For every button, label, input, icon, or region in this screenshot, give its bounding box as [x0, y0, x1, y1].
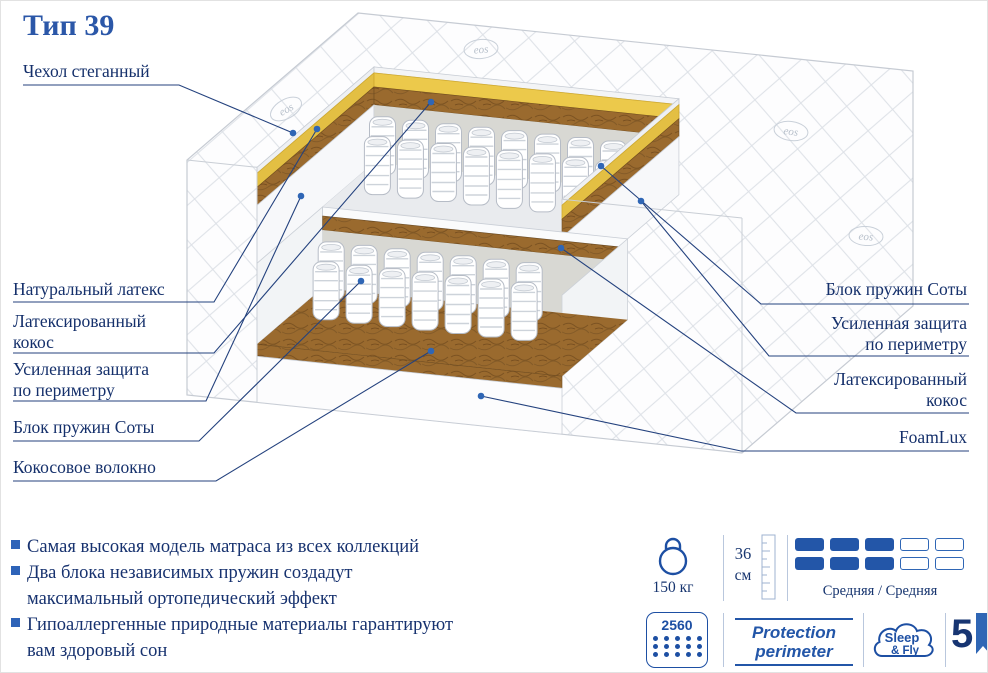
page-title: Тип 39 — [23, 9, 115, 42]
svg-text:eos: eos — [473, 43, 489, 56]
divider — [723, 535, 724, 601]
feature-item: Гипоаллергенные природные материалы гара… — [27, 615, 454, 661]
label-coir-fiber: Кокосовое волокно — [13, 457, 156, 477]
leader-springs-right — [597, 162, 969, 305]
leader-perimeter-right — [637, 197, 969, 357]
foam-base — [256, 343, 563, 435]
fabric-logo-badge: eos — [463, 38, 499, 60]
divider — [945, 613, 946, 667]
label-cover: Чехол стеганный — [23, 61, 150, 81]
leader-coir-top — [13, 98, 435, 354]
label-springs-right: Блок пружин Соты — [825, 279, 967, 299]
warranty-badge: 5 — [951, 612, 987, 656]
leader-springs-left — [13, 277, 365, 442]
brand-cloud-logo: Sleep & Fly — [873, 623, 934, 657]
springs-count-value: 2560 — [661, 617, 693, 633]
kettlebell-icon — [658, 537, 688, 576]
bullet-square — [11, 540, 20, 549]
label-coir-top: Латексированный кокос — [13, 311, 146, 352]
divider — [787, 535, 788, 601]
label-latex: Натуральный латекс — [13, 279, 165, 299]
svg-text:eos: eos — [783, 125, 799, 139]
label-coir-right: Латексированный кокос — [834, 369, 967, 410]
leader-coir-right — [557, 244, 969, 414]
divider — [723, 613, 724, 667]
leader-perimeter-left — [13, 192, 305, 402]
svg-text:& Fly: & Fly — [891, 645, 920, 657]
leader-lines — [13, 84, 969, 482]
label-perimeter-left: Усиленная защита по периметру — [13, 359, 149, 400]
firmness-scale-bottom — [795, 557, 964, 570]
shell-edges — [186, 159, 743, 453]
springs-count-badge: 2560 — [646, 612, 708, 668]
firmness-scale-top — [795, 538, 964, 551]
fabric-logo-badge: eos — [848, 225, 884, 247]
feature-item: Самая высокая модель матраса из всех кол… — [27, 537, 420, 557]
label-perimeter-right: Усиленная защита по периметру — [831, 313, 967, 354]
max-weight-value: 150 кг — [652, 579, 694, 596]
ribbon-icon — [976, 613, 987, 654]
latex-layer-top — [373, 66, 680, 138]
label-foamlux: FoamLux — [898, 427, 967, 447]
bullet-square — [11, 618, 20, 627]
protection-perimeter-badge: Protection perimeter — [735, 618, 853, 666]
svg-text:eos: eos — [858, 231, 873, 244]
bullet-square — [11, 566, 20, 575]
firmness-label: Средняя / Средняя — [822, 583, 938, 599]
leader-foamlux — [477, 392, 969, 452]
height-value: 36 — [734, 544, 752, 563]
springs-dots — [647, 636, 707, 641]
label-springs-left: Блок пружин Соты — [13, 417, 155, 437]
svg-text:Sleep: Sleep — [885, 630, 920, 645]
warranty-years: 5 — [951, 612, 974, 656]
leader-coir-bottom — [13, 347, 435, 482]
divider — [863, 613, 864, 667]
fabric-logo-badge: eos — [773, 120, 809, 142]
leader-latex — [13, 125, 321, 303]
height-unit: см — [734, 567, 752, 584]
leader-cover — [23, 84, 297, 137]
ruler-icon — [761, 534, 776, 600]
